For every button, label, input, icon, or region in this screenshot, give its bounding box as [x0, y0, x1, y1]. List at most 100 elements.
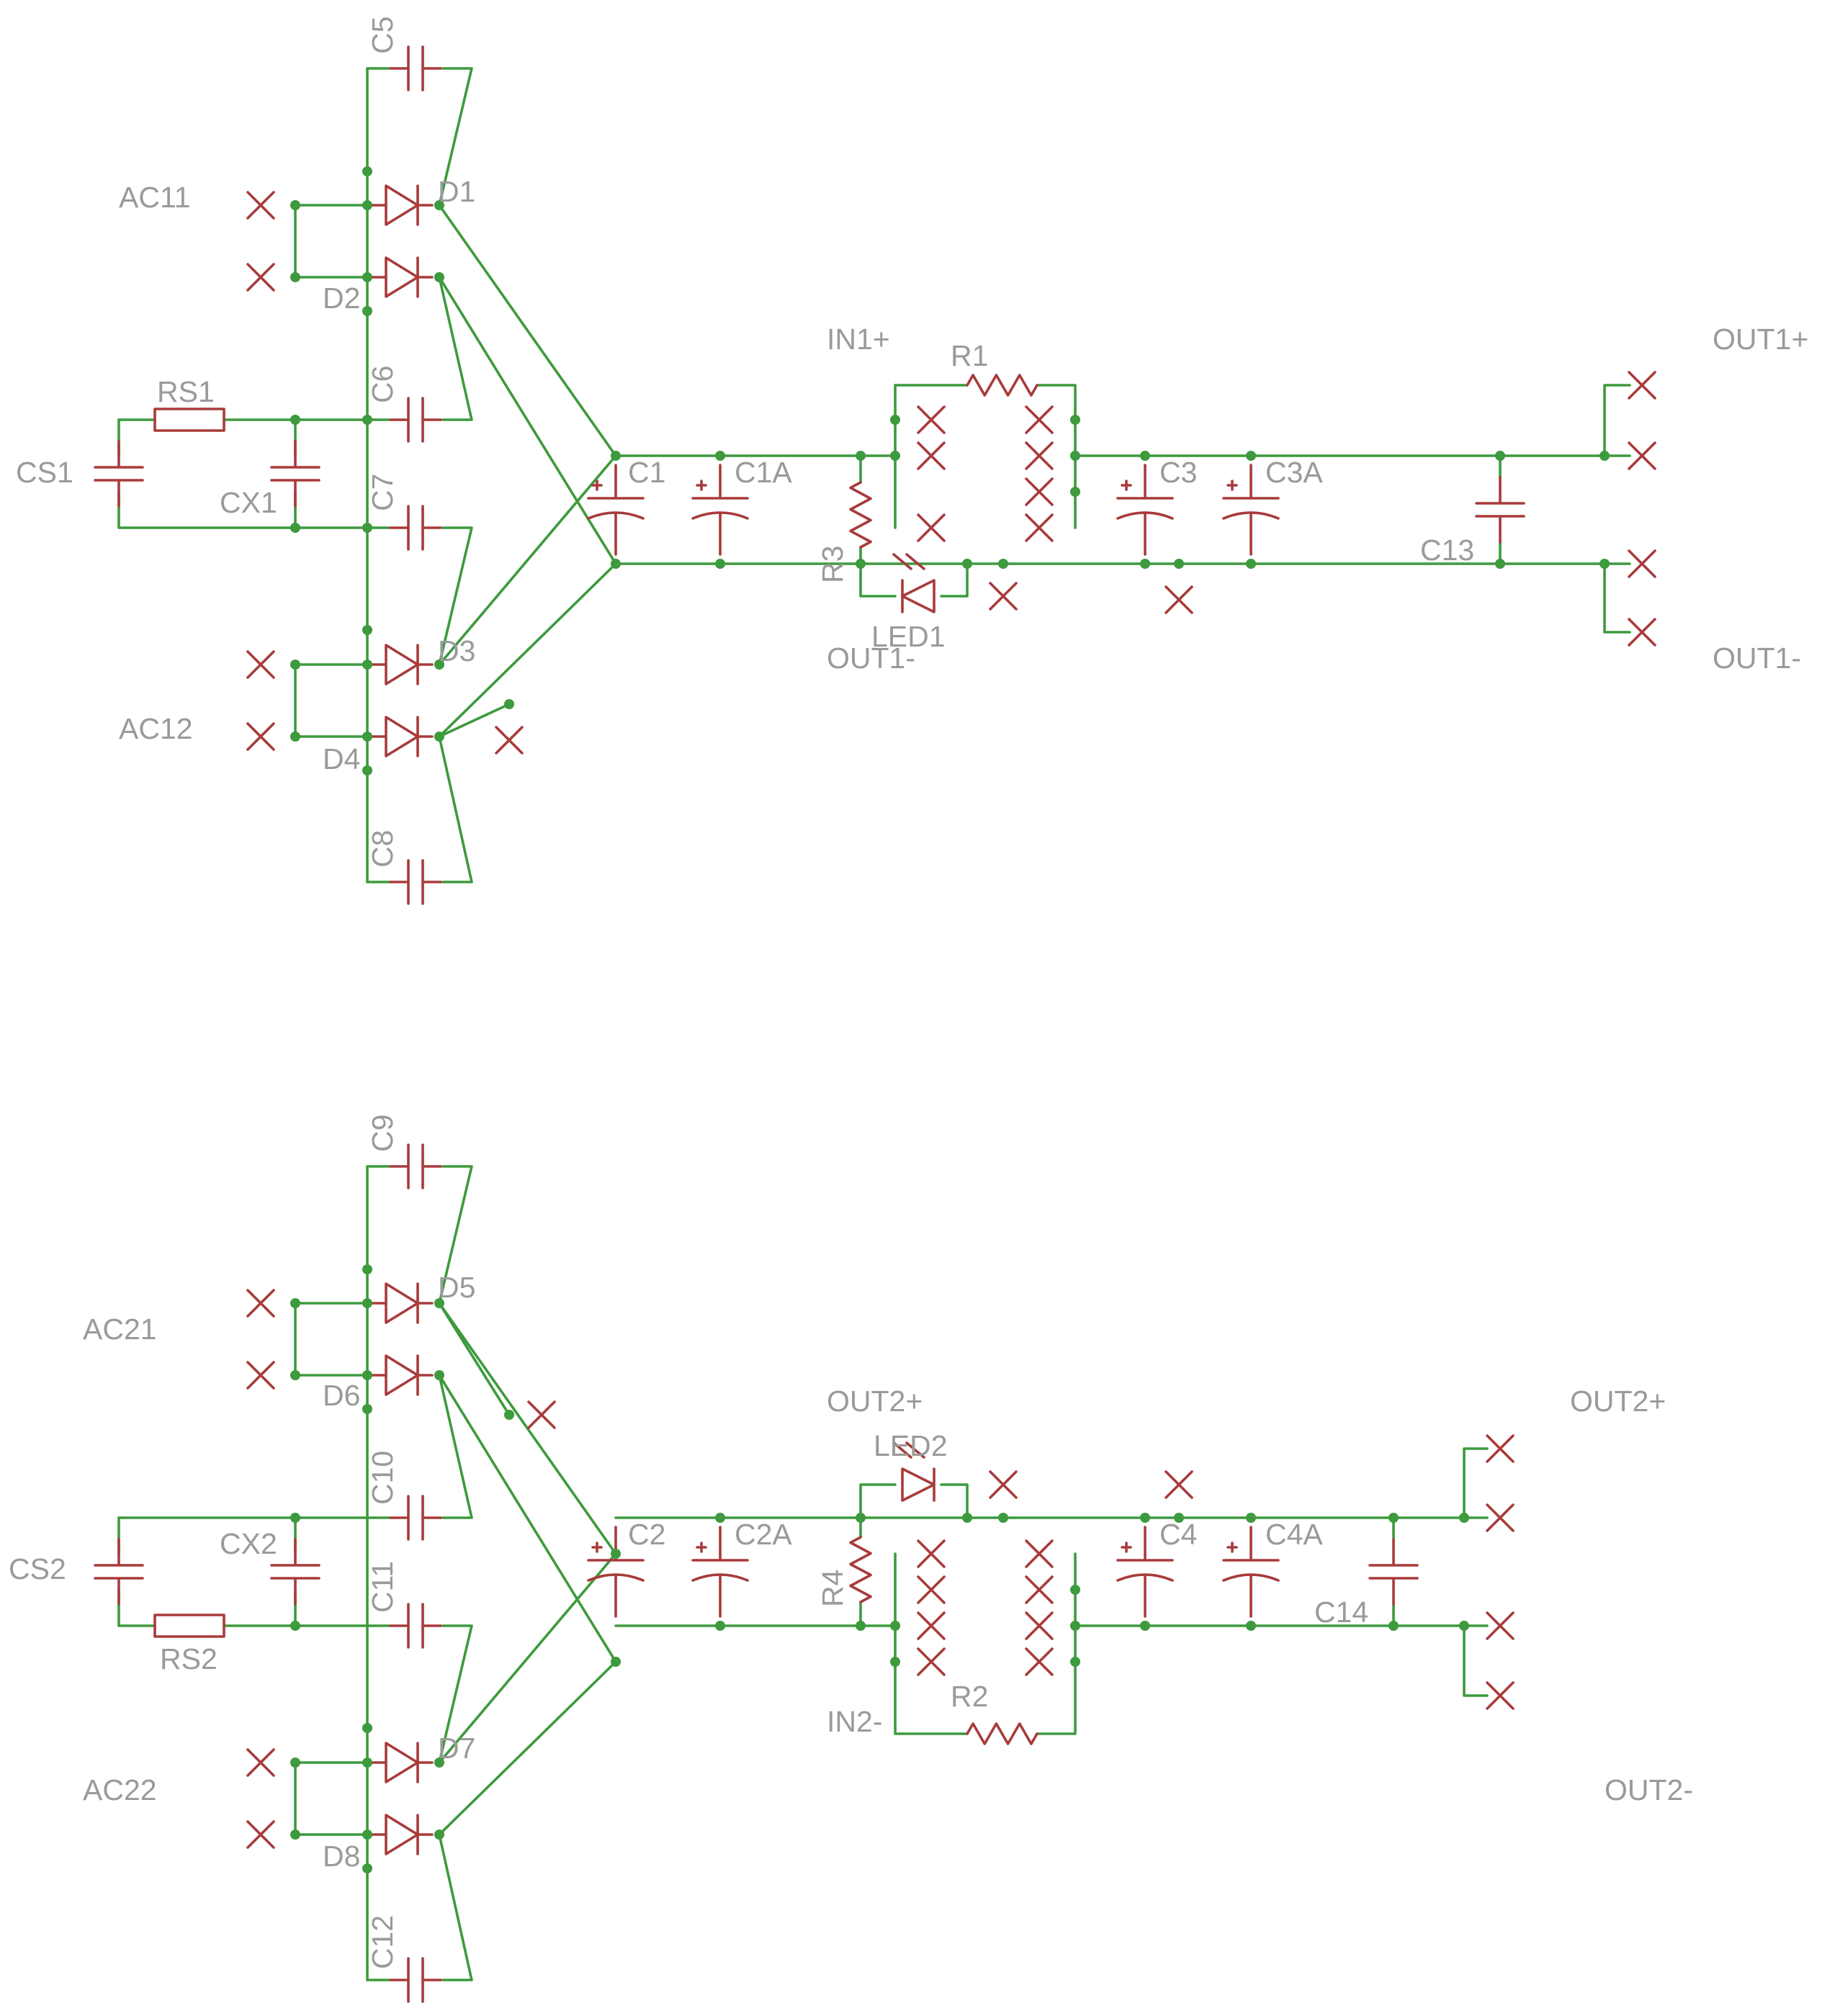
electrolytic-capacitor-c1 [587, 464, 645, 556]
junction-dot [1246, 1513, 1256, 1523]
junction-dot [856, 559, 866, 569]
part-label-rs1: RS1 [157, 375, 215, 408]
junction-dot [362, 200, 372, 210]
net-label-ac12: AC12 [119, 712, 193, 745]
wire [859, 1483, 897, 1519]
diode [370, 644, 434, 685]
wire [438, 276, 473, 421]
junction-dot [890, 451, 900, 461]
junction-dot [290, 1298, 300, 1308]
junction-dot [1174, 1513, 1184, 1523]
junction-dot [362, 660, 372, 670]
part-label-cs1: CS1 [16, 456, 73, 489]
wire [859, 562, 897, 598]
part-label-d5: D5 [438, 1271, 475, 1304]
part-label-c7: C7 [366, 474, 399, 511]
junction-dot [434, 1298, 444, 1308]
electrolytic-capacitor-c2a [691, 1526, 749, 1618]
capacitor-c13 [1475, 476, 1525, 544]
junction-dot [856, 1621, 866, 1631]
junction-dot [290, 660, 300, 670]
junction-dot [1140, 451, 1150, 461]
no-connect-marker [1628, 441, 1656, 470]
resistor-rs2 [153, 1614, 225, 1638]
junction-dot [362, 523, 372, 533]
wire [438, 1552, 617, 1764]
diode [370, 1282, 434, 1324]
no-connect-marker [246, 1289, 275, 1318]
capacitor [389, 45, 442, 91]
no-connect-marker [246, 650, 275, 679]
resistor-r2 [966, 1722, 1038, 1745]
wire [438, 562, 617, 738]
junction-dot [434, 1830, 444, 1840]
no-connect-marker [917, 1575, 946, 1604]
junction-dot [998, 559, 1008, 569]
no-connect-marker [1486, 1681, 1515, 1710]
junction-dot [362, 1264, 372, 1274]
wire [438, 67, 473, 207]
no-connect-marker [917, 1611, 946, 1640]
junction-dot [1174, 559, 1184, 569]
junction-dot [1495, 559, 1505, 569]
capacitor [389, 505, 442, 551]
capacitor-c14 [1368, 1538, 1419, 1606]
led2 [901, 1467, 936, 1502]
junction-dot [611, 1657, 621, 1667]
no-connect-marker [246, 1748, 275, 1777]
electrolytic-capacitor-c2 [587, 1526, 645, 1618]
capacitor [389, 1495, 442, 1541]
junction-dot [362, 1830, 372, 1840]
no-connect-marker [1025, 405, 1054, 434]
junction-dot [362, 625, 372, 635]
junction-dot [1388, 1513, 1399, 1523]
resistor-r4 [849, 1536, 872, 1603]
junction-dot [1070, 487, 1080, 497]
junction-dot [362, 306, 372, 316]
junction-dot [434, 732, 444, 742]
junction-dot [362, 1723, 372, 1733]
wire [438, 1833, 473, 1981]
no-connect-marker [1025, 1539, 1054, 1568]
capacitor [389, 1603, 442, 1649]
junction-dot [715, 1513, 725, 1523]
no-connect-marker [527, 1400, 556, 1429]
junction-dot [290, 272, 300, 282]
junction-dot [362, 1298, 372, 1308]
junction-dot [611, 559, 621, 569]
no-connect-marker [917, 513, 946, 542]
junction-dot [715, 1621, 725, 1631]
part-label-cx1: CX1 [220, 486, 277, 519]
no-connect-marker [917, 1539, 946, 1568]
no-connect-marker [1628, 371, 1656, 400]
wire [117, 1588, 156, 1627]
junction-dot [362, 166, 372, 176]
junction-dot [715, 451, 725, 461]
part-label-c4: C4 [1159, 1518, 1197, 1551]
junction-dot [434, 1758, 444, 1768]
part-label-d1: D1 [438, 175, 475, 208]
no-connect-marker [917, 405, 946, 434]
electrolytic-capacitor-c3a [1222, 464, 1280, 556]
labels: AC11 AC12 AC21 AC22 IN1+ OUT1- OUT1+ OUT… [9, 17, 1808, 1969]
part-label-cs2: CS2 [9, 1552, 66, 1585]
junction-dot [1140, 1621, 1150, 1631]
net-label-in2-minus: IN2- [827, 1705, 882, 1738]
junction-dot [362, 1863, 372, 1873]
junction-dot [856, 1513, 866, 1523]
net-label-out2-plus-mid: OUT2+ [827, 1385, 923, 1418]
capacitor [389, 859, 442, 905]
no-connect-marker [1628, 618, 1656, 647]
net-label-ac22: AC22 [83, 1773, 157, 1806]
part-label-d8: D8 [323, 1840, 360, 1873]
junction-dot [1388, 1621, 1399, 1631]
part-label-c1a: C1A [735, 456, 792, 489]
junction-dot [290, 732, 300, 742]
junction-dot [1070, 1585, 1080, 1595]
wire [940, 1483, 969, 1519]
part-label-c14: C14 [1314, 1596, 1368, 1629]
no-connect-marker [1486, 1611, 1515, 1640]
wire [894, 1552, 969, 1735]
diode [370, 716, 434, 757]
net-label-out2-minus: OUT2- [1605, 1773, 1693, 1806]
